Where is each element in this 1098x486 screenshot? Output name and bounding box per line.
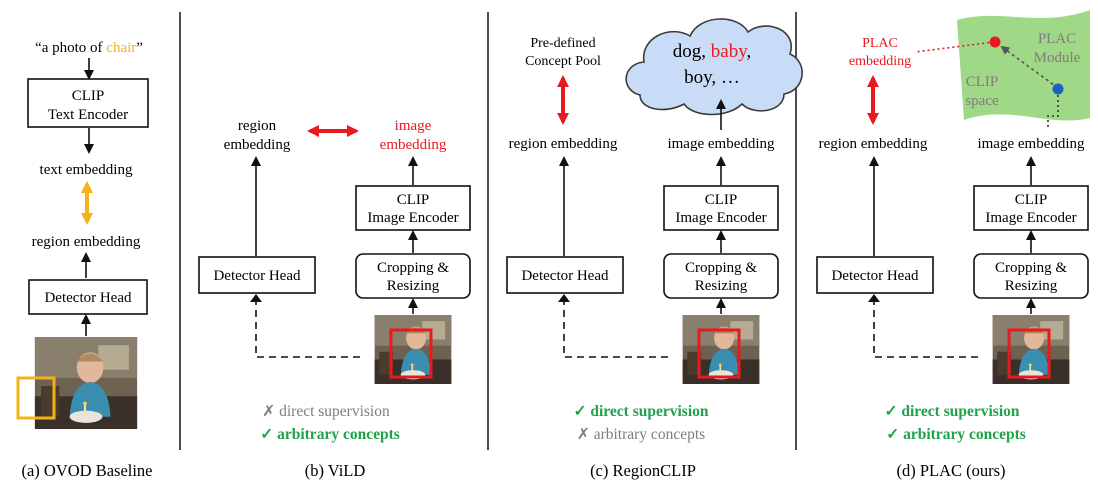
check-icon: ✓	[260, 426, 273, 443]
cropping-label-2: Resizing	[387, 278, 440, 294]
input-image	[374, 315, 452, 384]
panel-plac: PLAC Module CLIP space PLAC embedding re…	[816, 10, 1090, 480]
status-line-1: ✓ direct supervision	[885, 403, 1020, 420]
concept-cloud	[625, 18, 803, 116]
dashed-arrowhead	[250, 294, 262, 302]
image-point	[1052, 83, 1064, 95]
caption-b: (b) ViLD	[305, 461, 366, 480]
status-line-2: ✓ arbitrary concepts	[886, 426, 1026, 443]
clip-space-label-1: CLIP	[966, 74, 999, 90]
dashed-image-to-detector	[563, 297, 668, 358]
status-line-1: ✓ direct supervision	[574, 403, 709, 420]
panel-regionclip: Pre-defined Concept Pool dog, baby, boy,…	[506, 18, 803, 480]
detector-head-box	[506, 256, 624, 294]
plac-module-label-2: Module	[1034, 50, 1081, 66]
dotted-image-embedding-link	[1047, 95, 1059, 130]
panel-vild: region embedding image embedding CLIP Im…	[198, 118, 471, 480]
text-embedding-label: text embedding	[40, 162, 133, 178]
detector-head-label: Detector Head	[831, 268, 919, 284]
image-embedding-label: image embedding	[667, 136, 775, 152]
clip-image-encoder-label-1: CLIP	[705, 192, 738, 208]
image-embedding-label-2: embedding	[380, 137, 447, 153]
clip-image-encoder-label-2: Image Encoder	[675, 210, 766, 226]
cropping-label-1: Cropping &	[685, 260, 757, 276]
cross-icon: ✗	[262, 403, 275, 420]
chair-bounding-box	[16, 376, 56, 420]
dashed-image-to-detector	[255, 297, 360, 358]
region-embedding-label: region embedding	[819, 136, 928, 152]
dashed-arrowhead	[558, 294, 570, 302]
input-image	[992, 315, 1070, 384]
cropping-label-1: Cropping &	[377, 260, 449, 276]
caption-d: (d) PLAC (ours)	[896, 461, 1005, 480]
plac-embedding-label-1: PLAC	[862, 36, 898, 51]
clip-space-label-2: space	[965, 93, 999, 109]
plac-embedding-label-2: embedding	[849, 54, 911, 69]
cropping-label-1: Cropping &	[995, 260, 1067, 276]
image-embedding-label: image embedding	[977, 136, 1085, 152]
cloud-line-2: boy, …	[684, 67, 740, 88]
dashed-arrowhead	[868, 294, 880, 302]
clip-image-encoder-label-1: CLIP	[1015, 192, 1048, 208]
cropping-label-2: Resizing	[695, 278, 748, 294]
detector-head-box	[28, 279, 148, 315]
clip-image-encoder-label-2: Image Encoder	[985, 210, 1076, 226]
input-image	[682, 315, 760, 384]
region-embedding-label-1: region	[238, 118, 277, 134]
clip-image-encoder-label-2: Image Encoder	[367, 210, 458, 226]
red-region-box	[697, 328, 741, 379]
detector-head-label: Detector Head	[521, 268, 609, 284]
region-embedding-label: region embedding	[32, 234, 141, 250]
plac-point	[989, 36, 1001, 48]
detector-head-label: Detector Head	[213, 268, 301, 284]
check-icon: ✓	[886, 426, 899, 443]
check-icon: ✓	[885, 403, 898, 420]
clip-text-encoder-box	[27, 78, 149, 128]
input-image	[34, 337, 138, 429]
status-line-2: ✗ arbitrary concepts	[577, 426, 705, 443]
clip-image-encoder-label-1: CLIP	[397, 192, 430, 208]
detector-head-box	[198, 256, 316, 294]
status-line-2: ✓ arbitrary concepts	[260, 426, 400, 443]
dashed-image-to-detector	[873, 297, 978, 358]
caption-a: (a) OVOD Baseline	[21, 461, 152, 480]
caption-c: (c) RegionCLIP	[590, 461, 696, 480]
cross-icon: ✗	[577, 426, 590, 443]
clip-text-encoder-label-1: CLIP	[72, 88, 105, 104]
prompt-text: “a photo of chair”	[35, 40, 143, 56]
status-line-1: ✗ direct supervision	[262, 403, 390, 420]
clip-image-encoder-box	[973, 185, 1089, 231]
panel-ovod-baseline: “a photo of chair” CLIP Text Encoder tex…	[16, 40, 153, 480]
red-dotted-link	[914, 41, 995, 53]
concept-pool-label-2: Concept Pool	[525, 54, 601, 69]
cropping-label-2: Resizing	[1005, 278, 1058, 294]
red-region-box	[1007, 328, 1051, 379]
image-embedding-label-1: image	[395, 118, 432, 134]
red-region-box	[389, 328, 433, 379]
plac-module-label-1: PLAC	[1038, 31, 1076, 47]
region-embedding-label-2: embedding	[224, 137, 291, 153]
detector-head-box	[816, 256, 934, 294]
cloud-line-1: dog, baby,	[673, 41, 751, 62]
detector-head-label: Detector Head	[44, 290, 132, 306]
check-icon: ✓	[574, 403, 587, 420]
region-embedding-label: region embedding	[509, 136, 618, 152]
concept-pool-label-1: Pre-defined	[530, 36, 595, 51]
clip-text-encoder-label-2: Text Encoder	[48, 107, 128, 123]
